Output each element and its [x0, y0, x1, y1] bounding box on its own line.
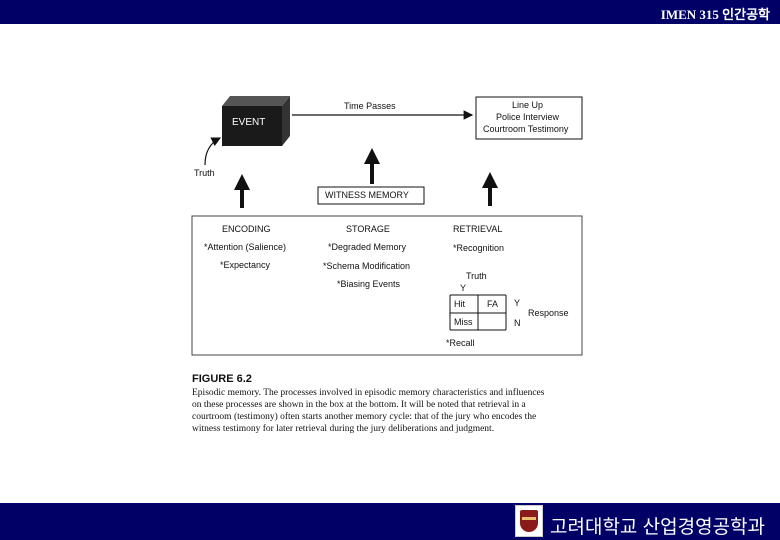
lineup-box: [475, 96, 583, 140]
storage-heading: STORAGE: [346, 224, 390, 234]
event-box: [222, 96, 290, 146]
storage-item-2: *Schema Modification: [323, 261, 411, 271]
lineup-text-1: Line Up: [512, 100, 544, 110]
table-fa: FA: [487, 299, 499, 309]
lineup-text-2: Police Interview: [496, 112, 560, 122]
caption-line: on these processes are shown in the box …: [192, 400, 526, 410]
retrieval-up-arrow: [482, 172, 498, 206]
event-label: EVENT: [232, 117, 266, 128]
storage-up-arrow: [364, 148, 380, 184]
response-n: N: [514, 318, 521, 328]
table-miss: Miss: [454, 317, 473, 327]
time-passes-label: Time Passes: [344, 101, 396, 111]
retrieval-heading: RETRIEVAL: [453, 224, 503, 234]
truth-label: Truth: [194, 168, 215, 178]
department-name: 고려대학교 산업경영공학과: [550, 517, 766, 538]
response-y: Y: [514, 298, 521, 308]
retrieval-truth-y: Y: [460, 283, 467, 293]
bottom-bar: [0, 503, 780, 540]
figure-title: FIGURE 6.2: [192, 373, 252, 385]
signal-detection-table: [449, 294, 507, 331]
lineup-text-3: Courtroom Testimony: [483, 124, 569, 134]
retrieval-recognition: *Recognition: [453, 243, 505, 253]
caption-line: witness testimony for later retrieval du…: [192, 424, 495, 434]
truth-arrow: [204, 137, 222, 166]
storage-item-3: *Biasing Events: [337, 279, 401, 289]
retrieval-recall: *Recall: [446, 338, 475, 348]
encoding-up-arrow: [234, 174, 250, 208]
storage-item-1: *Degraded Memory: [328, 242, 407, 252]
top-bar: [0, 0, 780, 24]
korea-university-crest-icon: [515, 505, 543, 537]
encoding-heading: ENCODING: [222, 224, 271, 234]
caption-line: Episodic memory. The processes involved …: [192, 388, 545, 398]
course-title: IMEN 315 인간공학: [660, 7, 770, 22]
figure-caption: Episodic memory. The processes involved …: [192, 387, 602, 435]
process-box: [191, 215, 583, 356]
witness-memory-box: [317, 186, 425, 205]
table-hit: Hit: [454, 299, 465, 309]
witness-memory-label: WITNESS MEMORY: [325, 190, 409, 200]
retrieval-truth: Truth: [466, 271, 487, 281]
encoding-item-1: *Attention (Salience): [204, 242, 287, 252]
encoding-item-2: *Expectancy: [220, 260, 271, 270]
response-label: Response: [528, 308, 569, 318]
caption-line: courtroom (testimony) often starts anoth…: [192, 412, 537, 422]
